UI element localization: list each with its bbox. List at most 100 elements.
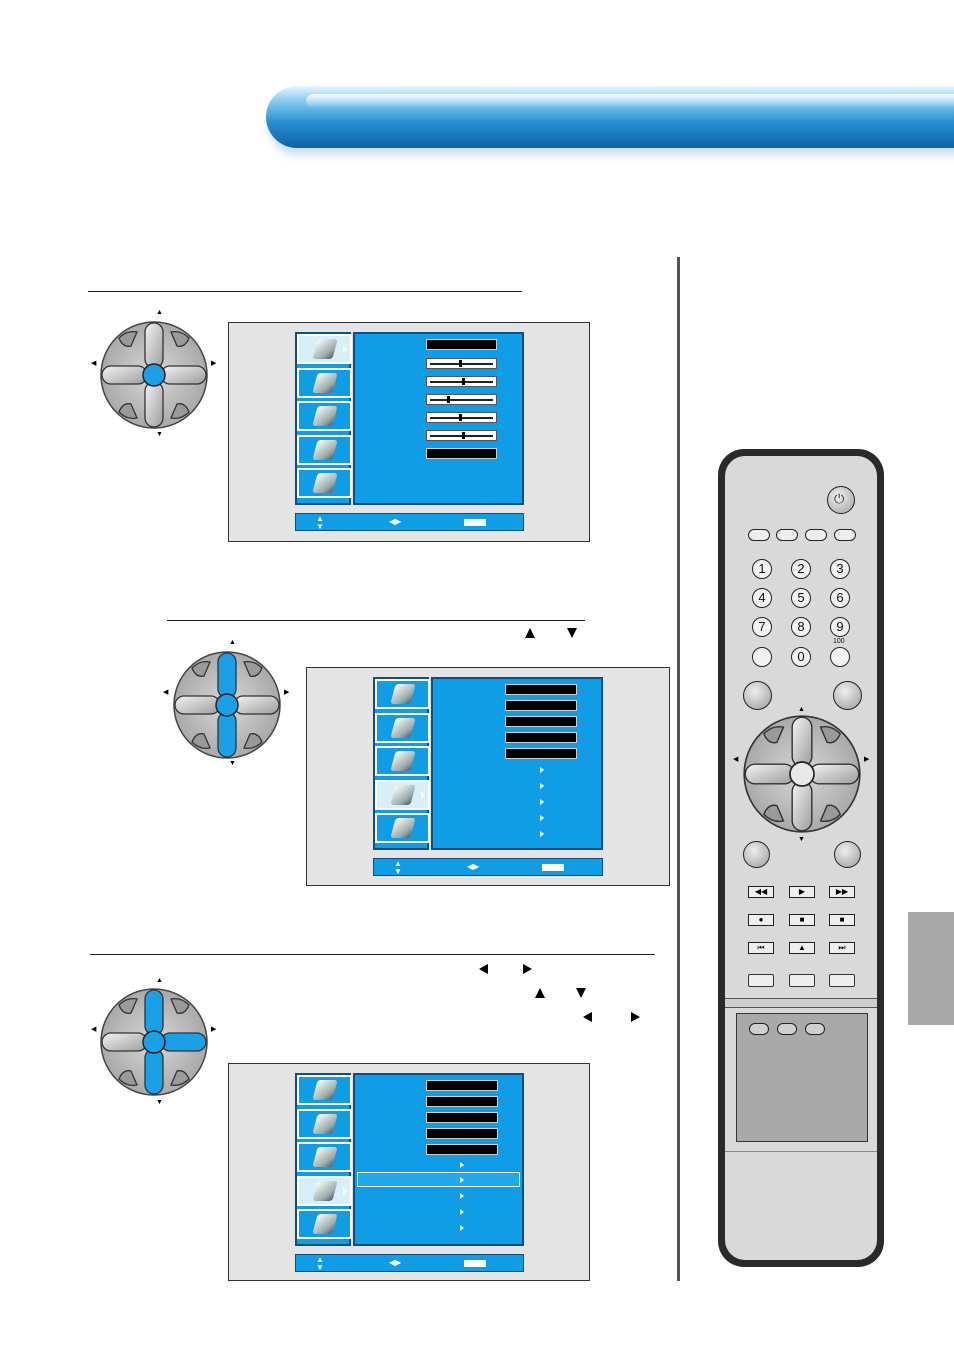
value-field[interactable]: [426, 339, 497, 350]
osd-footer: ▲▼ ◀▶: [295, 1254, 524, 1272]
remote-navigation-pad[interactable]: [742, 714, 862, 834]
left-arrow-icon: [583, 1012, 592, 1022]
number-key-9[interactable]: 9: [830, 617, 850, 637]
osd-footer: ▲▼ ◀▶: [373, 858, 603, 876]
function-button[interactable]: [834, 529, 856, 541]
exit-button[interactable]: [833, 681, 862, 710]
stop-button[interactable]: ■: [789, 914, 815, 926]
value-field[interactable]: [505, 700, 577, 711]
sound-menu-icon[interactable]: [297, 1108, 352, 1139]
function-button[interactable]: [749, 1023, 769, 1035]
value-field[interactable]: [426, 1080, 498, 1091]
function-round-button[interactable]: [834, 841, 861, 868]
up-arrow-icon: [535, 988, 545, 998]
value-field[interactable]: [426, 1144, 498, 1155]
function-button[interactable]: [776, 529, 798, 541]
value-field[interactable]: [505, 684, 577, 695]
function-button[interactable]: [805, 1023, 825, 1035]
function-button[interactable]: [748, 529, 770, 541]
function-round-button[interactable]: [743, 841, 770, 868]
remote-down-marker: ▼: [798, 836, 805, 843]
channel-menu-icon[interactable]: [297, 468, 352, 498]
remote-control: ⏻ 1 2 3 4 5 6 7 8 9 100 0: [718, 449, 884, 1267]
skip-forward-button[interactable]: ⏭: [829, 942, 855, 954]
number-key-8[interactable]: 8: [791, 617, 811, 637]
value-field[interactable]: [426, 1128, 498, 1139]
pad-down-marker: ▼: [229, 760, 236, 767]
step2-rule: [167, 620, 585, 621]
setup-menu-icon[interactable]: [375, 779, 430, 810]
submenu-arrow-icon: [460, 1162, 464, 1168]
pad-right-marker: ▶: [284, 689, 290, 696]
function-button[interactable]: [777, 1023, 797, 1035]
play-button[interactable]: ▶: [789, 886, 815, 898]
menu-button[interactable]: [743, 681, 772, 710]
number-key-6[interactable]: 6: [830, 588, 850, 608]
value-field[interactable]: [426, 1112, 498, 1123]
hundred-label: 100: [833, 638, 845, 645]
value-field[interactable]: [505, 716, 577, 727]
move-updown-icon: ▲▼: [316, 1255, 324, 1272]
pause-button[interactable]: ■: [829, 914, 855, 926]
value-field[interactable]: [426, 1096, 498, 1107]
cover-hinge: [725, 998, 877, 1008]
blank-key[interactable]: [752, 647, 772, 667]
picture-menu-icon[interactable]: [375, 679, 430, 709]
move-updown-icon: ▲▼: [316, 514, 324, 531]
step3-rule: [90, 954, 655, 955]
skip-back-button[interactable]: ⏮: [748, 942, 774, 954]
adjust-leftright-icon: ◀▶: [389, 517, 402, 526]
function-button[interactable]: [748, 974, 774, 987]
fast-forward-button[interactable]: ▶▶: [829, 886, 855, 898]
channel-menu-icon[interactable]: [297, 1209, 352, 1239]
setup-menu-icon[interactable]: [297, 434, 352, 465]
pad-down-marker: ▼: [156, 1099, 163, 1106]
sound-menu-icon[interactable]: [375, 712, 430, 743]
number-key-1[interactable]: 1: [752, 559, 772, 579]
picture-menu-icon[interactable]: [297, 1075, 352, 1105]
submenu-arrow-icon: [460, 1193, 464, 1199]
number-key-3[interactable]: 3: [830, 559, 850, 579]
pad-right-marker: ▶: [211, 360, 217, 367]
time-menu-icon[interactable]: [297, 1142, 352, 1172]
slider[interactable]: [426, 376, 497, 387]
submenu-arrow-icon: [460, 1177, 464, 1183]
slider[interactable]: [426, 412, 497, 423]
rewind-button[interactable]: ◀◀: [748, 886, 774, 898]
record-button[interactable]: ●: [748, 914, 774, 926]
channel-menu-icon[interactable]: [375, 813, 430, 843]
pad-up-marker: ▲: [156, 977, 163, 984]
number-key-5[interactable]: 5: [791, 588, 811, 608]
function-button[interactable]: [805, 529, 827, 541]
sound-menu-icon[interactable]: [297, 367, 352, 398]
value-field[interactable]: [505, 748, 577, 759]
submenu-arrow-icon: [540, 831, 544, 837]
number-key-0[interactable]: 0: [791, 647, 811, 667]
submenu-arrow-icon: [540, 783, 544, 789]
picture-menu-icon[interactable]: [297, 334, 352, 364]
number-key-2[interactable]: 2: [791, 559, 811, 579]
left-arrow-icon: [479, 964, 488, 974]
time-menu-icon[interactable]: [375, 746, 430, 776]
power-button[interactable]: ⏻: [827, 486, 855, 514]
up-arrow-icon: [525, 628, 535, 638]
setup-menu-icon[interactable]: [297, 1175, 352, 1206]
function-button[interactable]: [829, 974, 855, 987]
right-arrow-icon: [631, 1012, 640, 1022]
number-key-4[interactable]: 4: [752, 588, 772, 608]
osd-screen-setup: ▲▼ ◀▶: [306, 667, 670, 886]
value-field[interactable]: [505, 732, 577, 743]
osd-screen-setup-selected: ▲▼ ◀▶: [228, 1063, 590, 1281]
slider[interactable]: [426, 430, 497, 441]
selected-menu-row[interactable]: [357, 1172, 520, 1187]
hundred-key[interactable]: [830, 647, 850, 667]
pad-up-marker: ▲: [156, 309, 163, 316]
slider[interactable]: [426, 358, 497, 369]
time-menu-icon[interactable]: [297, 401, 352, 431]
eject-button[interactable]: ▲: [789, 942, 815, 954]
number-key-7[interactable]: 7: [752, 617, 772, 637]
function-button[interactable]: [789, 974, 815, 987]
slider[interactable]: [426, 394, 497, 405]
value-field[interactable]: [426, 448, 497, 459]
step1-rule: [88, 291, 522, 292]
